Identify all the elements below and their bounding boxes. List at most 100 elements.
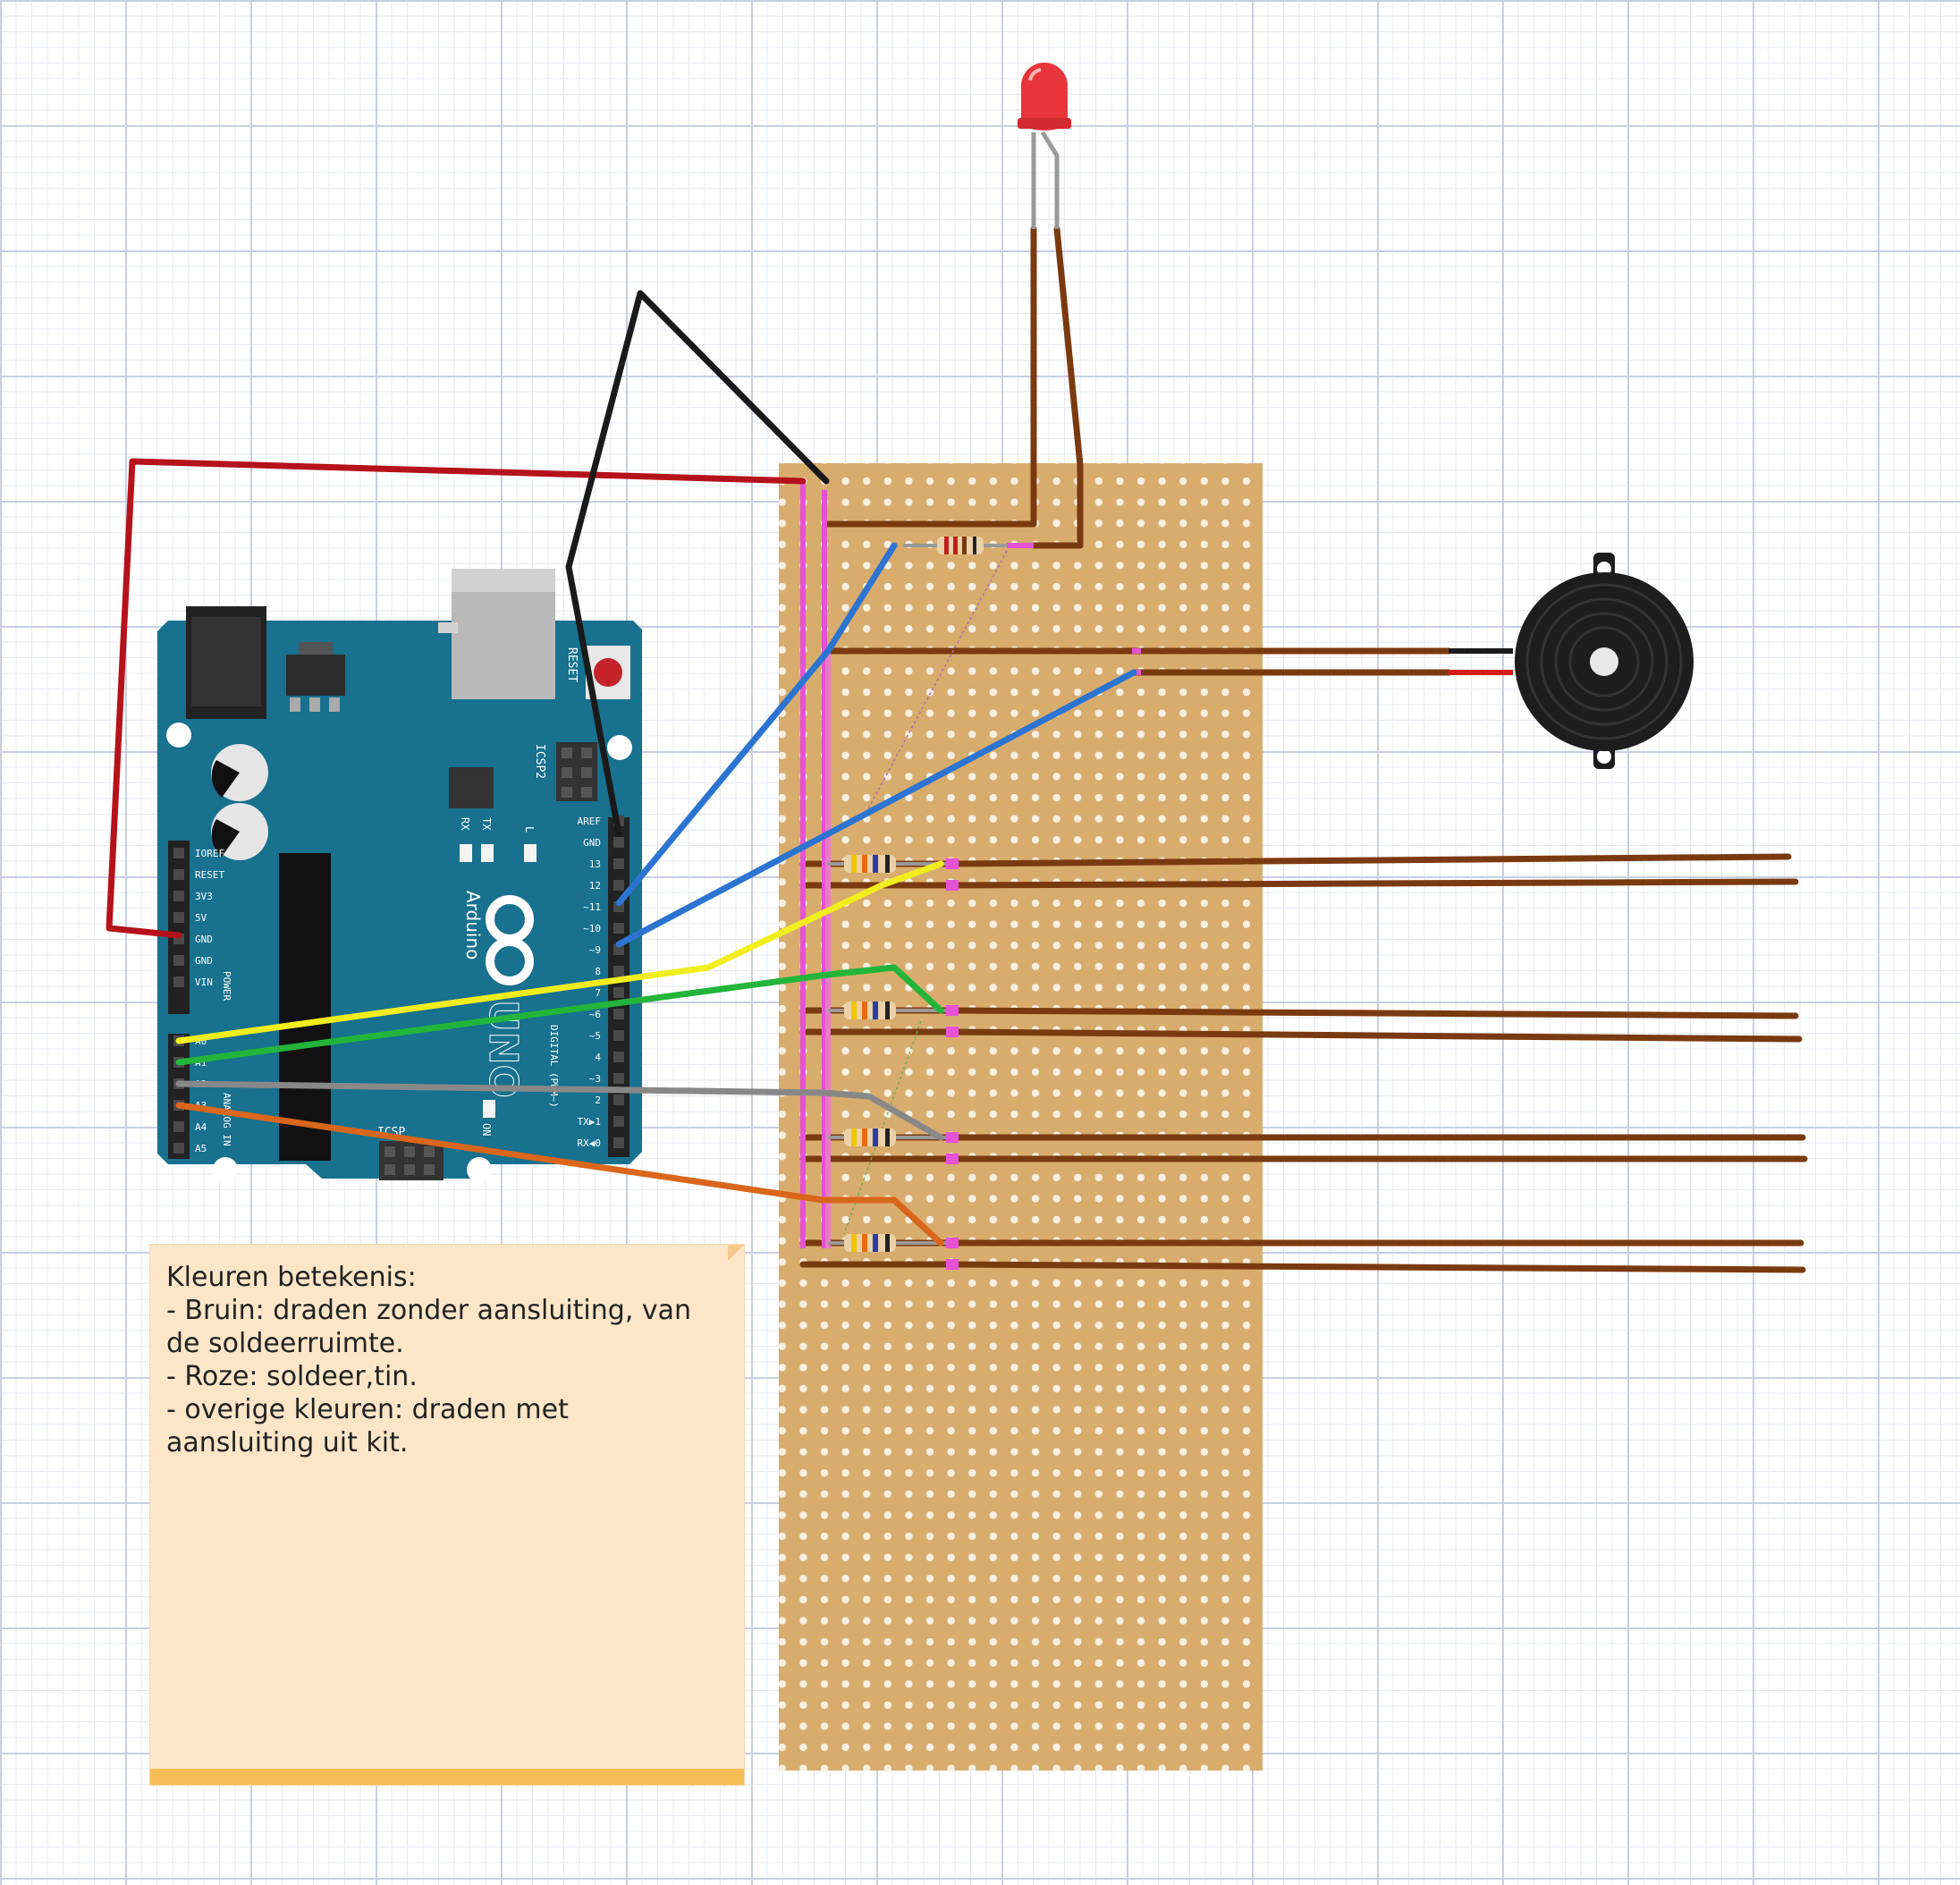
mounting-hole	[607, 735, 632, 760]
jumper-wires	[106, 290, 1137, 1247]
pin-label: GND	[583, 837, 601, 849]
mounting-hole	[467, 1157, 492, 1182]
resistor	[828, 1234, 959, 1270]
pin-label: RX◀0	[578, 1137, 602, 1149]
resistor	[903, 537, 1007, 554]
pin-label: 2	[595, 1095, 601, 1106]
icsp-header	[379, 1141, 444, 1180]
icsp2-header	[556, 742, 597, 801]
pin-label: 7	[595, 987, 601, 999]
legend-line: - overige kleuren: draden met	[166, 1394, 569, 1425]
red-wire	[106, 458, 807, 939]
pin-label: ~5	[589, 1030, 601, 1042]
red-led-icon	[1018, 63, 1071, 229]
legend-title: Kleuren betekenis:	[166, 1262, 417, 1293]
solder-rails	[800, 481, 1141, 1248]
pin-label: 4	[595, 1052, 601, 1063]
legend-line: de soldeerruimte.	[166, 1328, 404, 1359]
header-pin[interactable]	[613, 1137, 624, 1148]
legend-text: Kleuren betekenis: - Bruin: draden zonde…	[166, 1261, 728, 1459]
mounting-hole	[213, 1157, 238, 1182]
power-label: POWER	[221, 971, 232, 1001]
pin-label: TX▶1	[578, 1116, 602, 1128]
analog-label: ANALOG IN	[221, 1093, 232, 1146]
header-pin[interactable]	[613, 966, 624, 976]
header-pin[interactable]	[613, 1073, 624, 1084]
resistor	[828, 1002, 959, 1037]
header-pin[interactable]	[613, 837, 624, 848]
green-wire	[175, 964, 944, 1066]
pin-label: IOREF	[195, 848, 224, 859]
legend-note: Kleuren betekenis: - Bruin: draden zonde…	[150, 1245, 744, 1785]
pin-label: ~6	[589, 1009, 601, 1020]
header-pin[interactable]	[613, 1116, 624, 1127]
pin-label: A5	[195, 1143, 207, 1154]
pin-label: GND	[195, 934, 213, 945]
header-pin[interactable]	[173, 869, 184, 880]
tx-label: TX	[480, 817, 493, 831]
stripboard	[779, 463, 1263, 1771]
atmega-chip	[279, 853, 331, 1161]
header-pin[interactable]	[613, 944, 624, 955]
header-pin[interactable]	[613, 1009, 624, 1019]
on-led	[483, 1100, 495, 1118]
pin-label: ~11	[583, 901, 601, 913]
pin-label: 5V	[195, 912, 207, 924]
header-pin[interactable]	[613, 1052, 624, 1062]
small-ic-chip	[449, 767, 494, 808]
analog-header	[168, 1034, 190, 1159]
on-label: ON	[480, 1123, 493, 1136]
legend-line: - Roze: soldeer,tin.	[166, 1361, 418, 1392]
header-pin[interactable]	[613, 1030, 624, 1041]
header-pin[interactable]	[173, 912, 184, 923]
reset-label: RESET	[565, 647, 579, 682]
pin-label: GND	[195, 955, 213, 967]
pin-label: 8	[595, 966, 601, 977]
power-pin-labels: IOREF RESET 3V3 5V GND GND VIN	[173, 848, 224, 988]
rx-led	[460, 844, 472, 862]
arduino-logo-icon	[486, 895, 534, 985]
icsp2-label: ICSP2	[533, 744, 546, 779]
header-pin[interactable]	[173, 1121, 184, 1132]
digital-label: DIGITAL (PWM~)	[548, 1025, 560, 1108]
header-pin[interactable]	[613, 880, 624, 891]
pin-label: ~10	[583, 923, 601, 934]
note-fold	[728, 1245, 744, 1261]
header-pin[interactable]	[613, 987, 624, 998]
pin-label: ~3	[589, 1073, 601, 1085]
piezo-buzzer-icon	[1449, 553, 1694, 769]
header-pin[interactable]	[613, 1095, 624, 1105]
l-label: L	[523, 826, 536, 833]
tx-led	[481, 844, 494, 862]
pin-label: A4	[195, 1121, 207, 1133]
pin-label: AREF	[578, 816, 602, 827]
header-pin[interactable]	[173, 1143, 184, 1154]
arduino-logo-text: Arduino	[462, 891, 484, 959]
header-pin[interactable]	[173, 891, 184, 901]
header-pin[interactable]	[613, 858, 624, 869]
header-pin[interactable]	[173, 848, 184, 858]
pin-label: RESET	[195, 869, 224, 881]
mounting-hole	[166, 723, 191, 748]
yellow-wire	[175, 860, 944, 1044]
pin-label: VIN	[195, 976, 213, 988]
header-pin[interactable]	[613, 923, 624, 934]
legend-line: aansluiting uit kit.	[166, 1427, 409, 1458]
header-pin[interactable]	[173, 976, 184, 987]
resistor	[828, 1128, 959, 1164]
gray-wire	[175, 1080, 944, 1141]
blue-wire-pin9	[615, 669, 1137, 948]
header-pin[interactable]	[173, 955, 184, 966]
arduino-uno-board: Arduino UNO RESET ICSP2 ICSP ON TX RX L …	[157, 569, 642, 1182]
orange-wire	[175, 1102, 944, 1247]
pin-label: 13	[589, 858, 601, 870]
voltage-regulator	[286, 655, 345, 696]
pin-label: ~9	[589, 944, 601, 956]
black-wire	[565, 290, 830, 837]
rx-label: RX	[459, 817, 471, 831]
power-header	[168, 841, 190, 1014]
blue-wire-pin11	[615, 542, 898, 907]
note-bottom-bar	[150, 1769, 744, 1785]
pin-label: 3V3	[195, 891, 213, 902]
